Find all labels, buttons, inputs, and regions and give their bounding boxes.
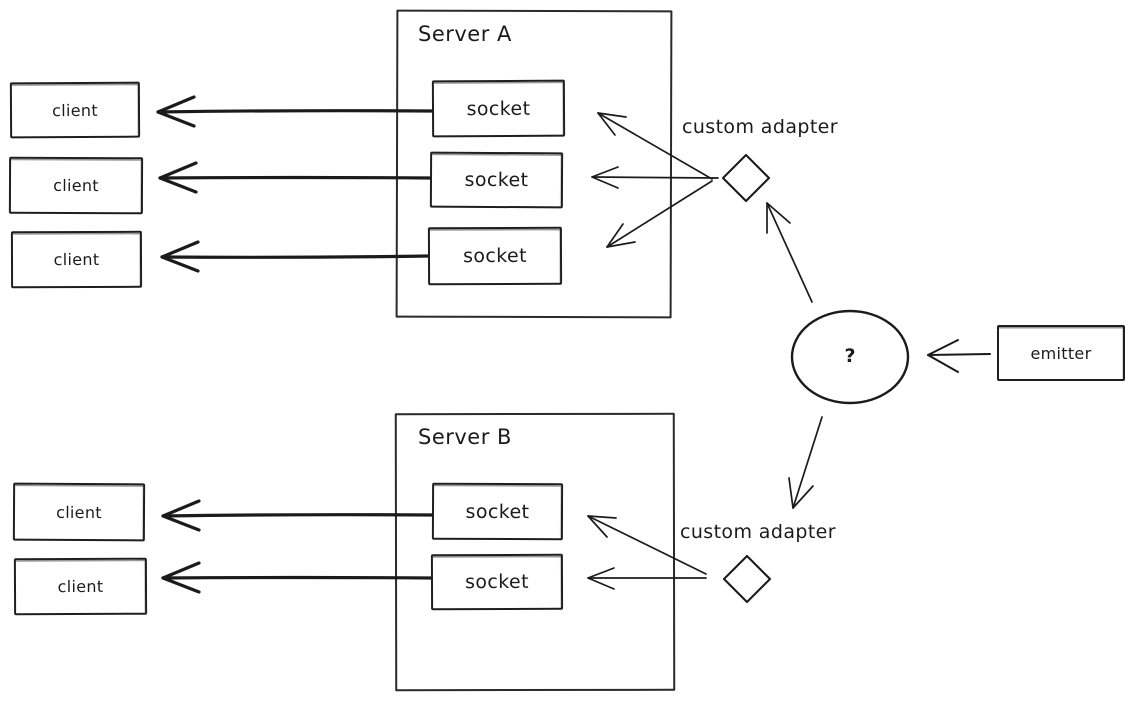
adapter-a-diamond	[721, 153, 771, 203]
socket-label: socket	[466, 97, 531, 120]
arrow-hub-to-adapter-b	[788, 416, 823, 509]
client-label: client	[53, 175, 99, 196]
socket-label: socket	[464, 168, 529, 192]
client-box: client	[8, 156, 144, 215]
arrow-socket-a3-to-client-a3	[160, 240, 430, 273]
arrow-socket-b1-to-client-b1	[161, 499, 434, 532]
socket-box: socket	[430, 553, 564, 611]
hub-label: ?	[844, 345, 856, 367]
server-b-title: Server B	[418, 425, 512, 449]
socket-box: socket	[431, 482, 564, 541]
client-label: client	[57, 576, 104, 597]
socket-box: socket	[429, 151, 564, 209]
client-box: client	[10, 230, 143, 289]
server-b-box	[394, 412, 676, 692]
client-label: client	[53, 249, 100, 270]
adapter-a-label: custom adapter	[682, 116, 838, 138]
adapter-b-label: custom adapter	[680, 521, 836, 543]
socket-label: socket	[465, 500, 530, 523]
client-box: client	[9, 81, 141, 139]
arrow-socket-a2-to-client-a2	[158, 161, 432, 194]
socket-label: socket	[463, 244, 527, 268]
arrow-hub-to-adapter-a	[766, 202, 813, 303]
adapter-b-diamond	[722, 554, 772, 604]
client-label: client	[52, 100, 98, 120]
server-a-title: Server A	[418, 22, 512, 46]
arrow-emitter-to-hub	[927, 339, 991, 373]
socket-box: socket	[431, 79, 566, 138]
emitter-box: emitter	[997, 325, 1125, 381]
socket-label: socket	[465, 570, 529, 594]
client-box: client	[13, 557, 148, 616]
arrow-socket-b2-to-client-b2	[161, 561, 433, 594]
socket-box: socket	[427, 226, 563, 286]
client-box: client	[12, 482, 146, 542]
arrow-socket-a1-to-client-a1	[156, 95, 434, 128]
emitter-label: emitter	[1030, 343, 1092, 363]
client-label: client	[56, 502, 102, 522]
